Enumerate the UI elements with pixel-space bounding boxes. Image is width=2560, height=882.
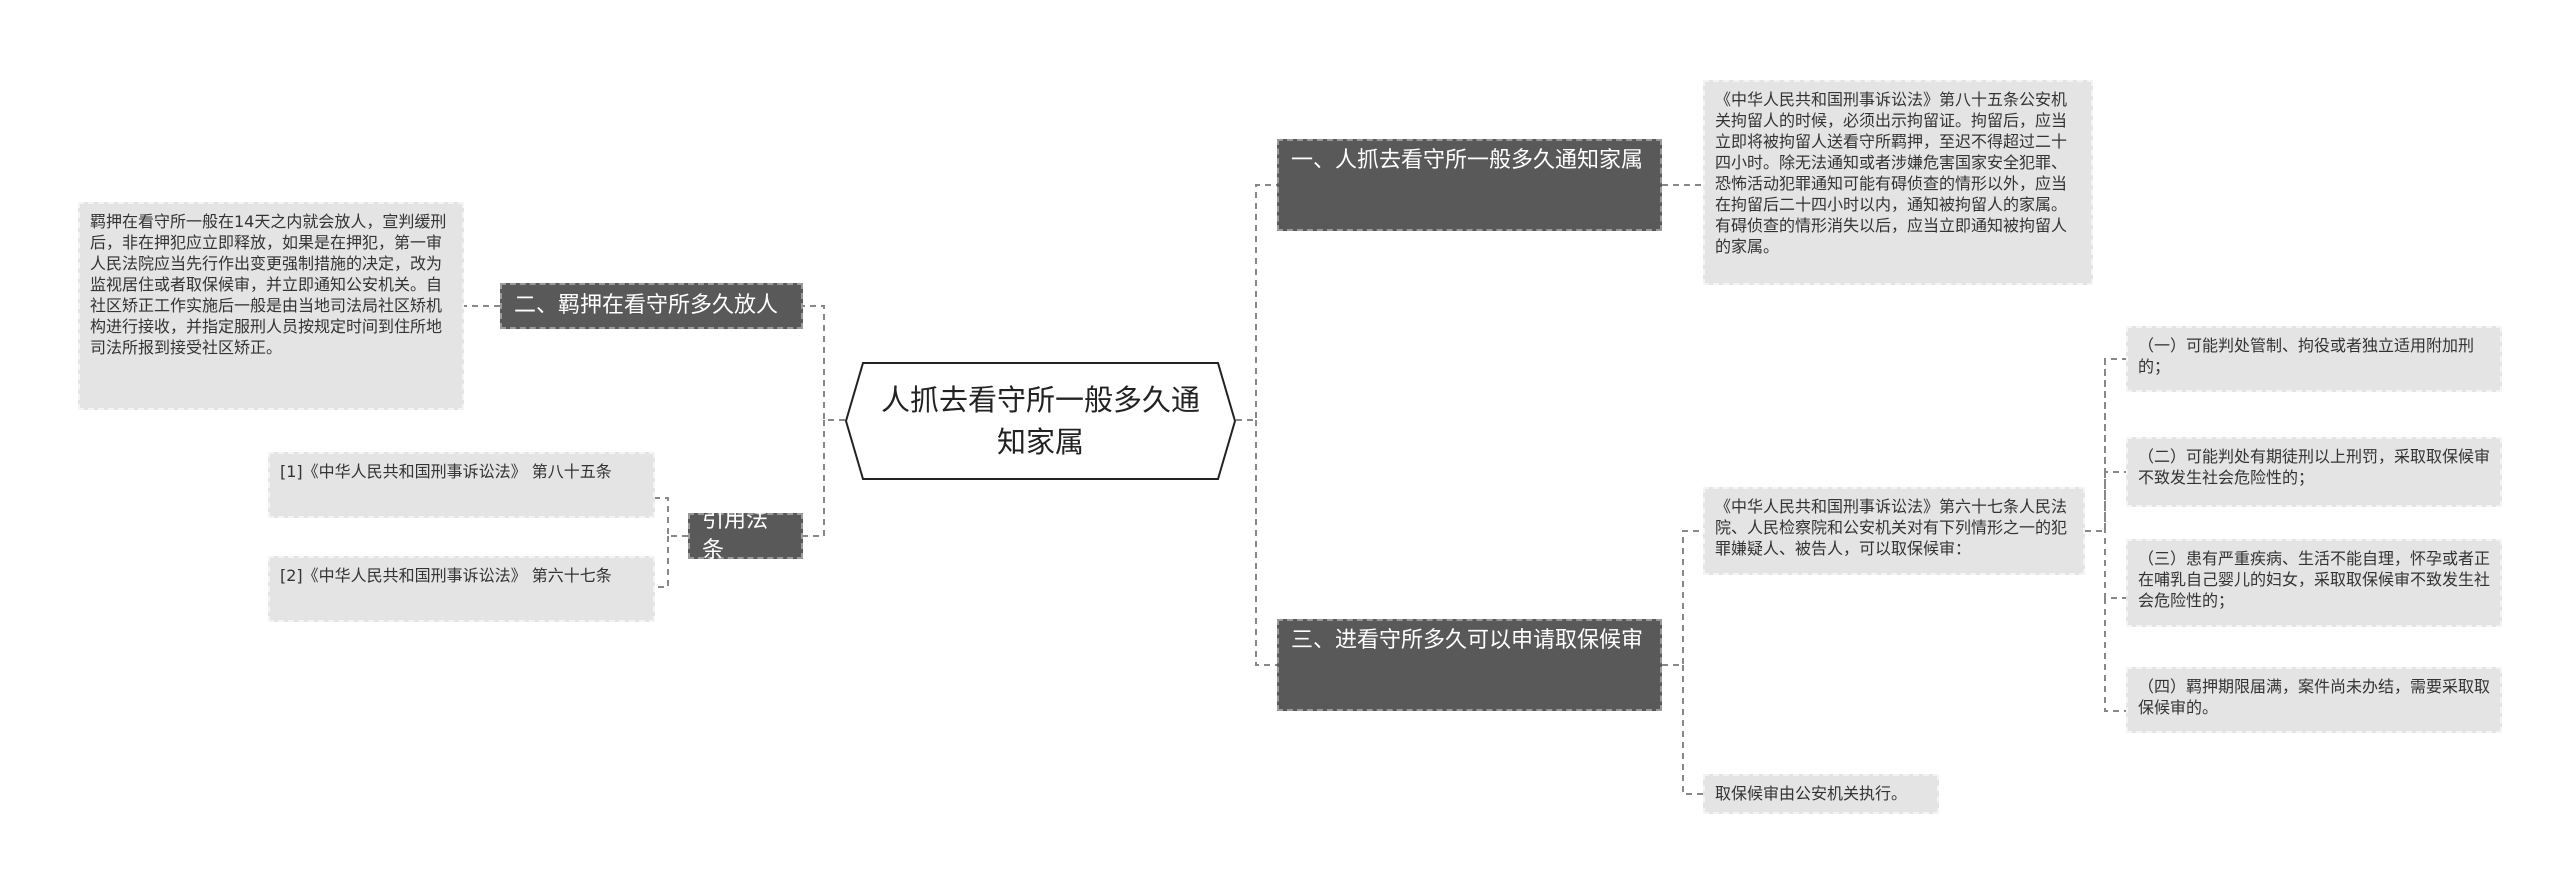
detail-bail-executor: 取保候审由公安机关执行。 <box>1703 774 1939 814</box>
connector-refs <box>655 497 688 537</box>
detail-article-85: 《中华人民共和国刑事诉讼法》第八十五条公安机关拘留人的时候，必须出示拘留证。拘留… <box>1703 80 2093 285</box>
branch-bail-application[interactable]: 三、进看守所多久可以申请取保候审 <box>1277 619 1662 711</box>
branch-label: 二、羁押在看守所多久放人 <box>514 293 779 318</box>
branch-notify-family[interactable]: 一、人抓去看守所一般多久通知家属 <box>1277 139 1662 231</box>
detail-text: 取保候审由公安机关执行。 <box>1715 784 1908 803</box>
list-item: （二）可能判处有期徒刑以上刑罚，采取取保候审不致发生社会危险性的； <box>2126 437 2502 507</box>
detail-article-67: 《中华人民共和国刑事诉讼法》第六十七条人民法院、人民检察院和公安机关对有下列情形… <box>1703 487 2085 575</box>
branch-release-time[interactable]: 二、羁押在看守所多久放人 <box>500 283 803 329</box>
detail-release: 羁押在看守所一般在14天之内就会放人，宣判缓刑后，非在押犯应立即释放，如果是在押… <box>78 202 464 410</box>
branch-label: 一、人抓去看守所一般多久通知家属 <box>1291 148 1644 173</box>
branch-label: 引用法条 <box>702 508 769 563</box>
list-item: （三）患有严重疾病、生活不能自理，怀孕或者正在哺乳自己婴儿的妇女，采取取保候审不… <box>2126 539 2502 627</box>
root-title: 人抓去看守所一般多久通知家属 <box>881 383 1201 459</box>
root-hexagon-shape <box>845 362 1236 480</box>
list-item: （一）可能判处管制、拘役或者独立适用附加刑的； <box>2126 326 2502 392</box>
root-node[interactable]: 人抓去看守所一般多久通知家属 <box>845 362 1236 480</box>
branch-cited-laws[interactable]: 引用法条 <box>688 508 803 563</box>
connector-b3-detail <box>1662 530 1703 666</box>
connector-items <box>2085 358 2126 532</box>
detail-text: 《中华人民共和国刑事诉讼法》第六十七条人民法院、人民检察院和公安机关对有下列情形… <box>1715 497 2068 558</box>
detail-text: 《中华人民共和国刑事诉讼法》第八十五条公安机关拘留人的时候，必须出示拘留证。拘留… <box>1715 90 2068 256</box>
branch-label: 三、进看守所多久可以申请取保候审 <box>1291 628 1644 653</box>
reference-item[interactable]: [1]《中华人民共和国刑事诉讼法》 第八十五条 <box>268 452 655 518</box>
reference-item[interactable]: [2]《中华人民共和国刑事诉讼法》 第六十七条 <box>268 556 655 622</box>
connector-root-b3 <box>1255 420 1277 666</box>
connector-root-b2 <box>803 305 845 421</box>
detail-text: 羁押在看守所一般在14天之内就会放人，宣判缓刑后，非在押犯应立即释放，如果是在押… <box>90 212 447 357</box>
list-item: （四）羁押期限届满，案件尚未办结，需要采取取保候审的。 <box>2126 667 2502 733</box>
connector-root-b1 <box>1236 184 1277 421</box>
connector-root-b4 <box>803 420 825 537</box>
connector-b3-extra <box>1682 665 1703 795</box>
